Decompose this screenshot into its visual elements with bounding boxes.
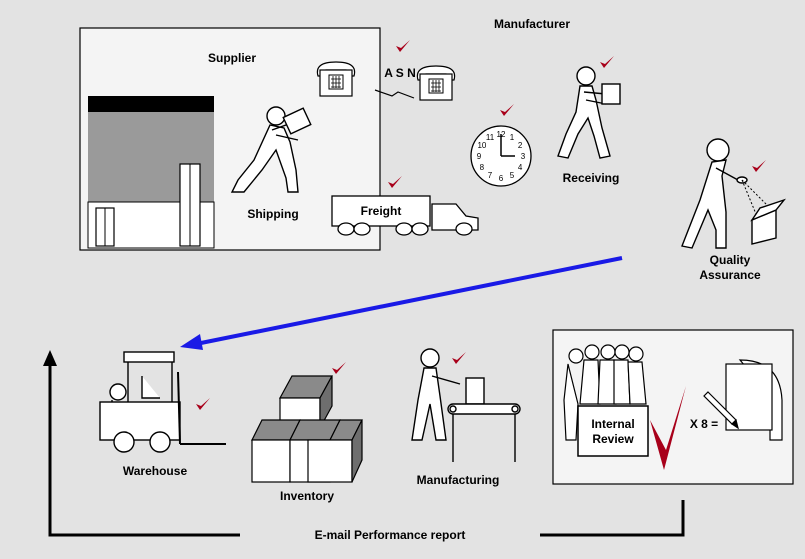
- boxes-icon: [251, 375, 363, 483]
- checkmark-icon: [396, 40, 410, 52]
- clock-numeral: 9: [477, 152, 482, 161]
- forklift-icon: [99, 351, 226, 453]
- checkmark-icon: [332, 362, 346, 374]
- clock-numeral: 3: [521, 152, 526, 161]
- flow-arrow-head: [180, 334, 203, 350]
- checkmark-icon: [600, 56, 614, 68]
- truck-icon: [331, 195, 479, 236]
- asn-label: A S N: [384, 66, 416, 80]
- report-label-bg: [240, 527, 540, 543]
- flow-arrow-blue: [195, 256, 623, 346]
- clock-numeral: 5: [510, 171, 515, 180]
- supplier-label: Supplier: [208, 51, 256, 65]
- supplier-building: [87, 96, 215, 249]
- clock-numeral: 10: [477, 141, 486, 150]
- manufacturer-label: Manufacturer: [494, 17, 570, 31]
- telephone-icon: [316, 61, 356, 97]
- internal-label-2: Review: [592, 432, 634, 446]
- notepad-icon: [703, 359, 783, 441]
- clock-numeral: 12: [497, 130, 506, 139]
- signal-line: [374, 89, 415, 99]
- checkmark-icon: [196, 398, 210, 410]
- checkmark-icon: [500, 104, 514, 116]
- multiplier-label: X 8 =: [690, 417, 718, 431]
- manufacturing-label: Manufacturing: [417, 473, 500, 487]
- clock-numeral: 4: [518, 163, 523, 172]
- clock-numeral: 6: [499, 174, 504, 183]
- receiving-label: Receiving: [563, 171, 620, 185]
- quality-inspector: [681, 138, 787, 249]
- shipping-label: Shipping: [247, 207, 298, 221]
- telephone-icon: [416, 65, 456, 101]
- checkmark-icon: [388, 176, 402, 188]
- checkmark-icon: [452, 352, 466, 364]
- freight-label: Freight: [361, 204, 402, 218]
- internal-label-1: Internal: [591, 417, 634, 431]
- shipping-person: [230, 106, 312, 193]
- review-board: [577, 405, 649, 457]
- quality-label-1: Quality: [710, 253, 751, 267]
- report-arrow-head: [43, 350, 57, 366]
- clock-numeral: 1: [510, 133, 515, 142]
- receiving-person: [557, 66, 621, 159]
- checkmark-icon: [650, 386, 686, 470]
- email-report-label: E-mail Performance report: [315, 528, 466, 542]
- review-team-icon: [563, 344, 647, 441]
- clock-numeral: 2: [518, 141, 523, 150]
- clock-numeral: 8: [480, 163, 485, 172]
- clock-numeral: 11: [486, 133, 495, 142]
- checkmark-icon: [752, 160, 766, 172]
- inventory-label: Inventory: [280, 489, 334, 503]
- warehouse-label: Warehouse: [123, 464, 188, 478]
- conveyor-icon: [411, 348, 521, 462]
- clock-numeral: 7: [488, 171, 493, 180]
- quality-label-2: Assurance: [699, 268, 761, 282]
